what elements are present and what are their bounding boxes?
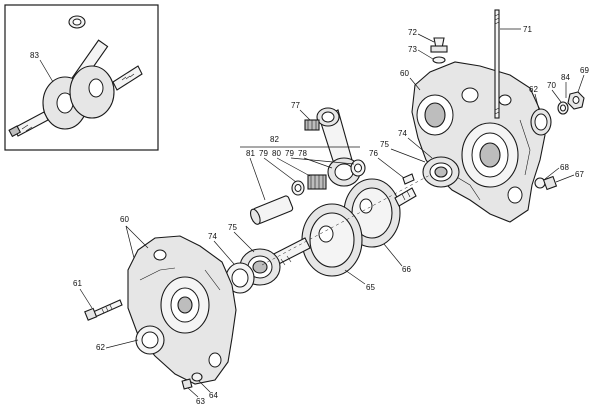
assembly-axis [261, 174, 431, 266]
callout-60-upper: 60 [400, 69, 409, 78]
callout-69: 69 [580, 66, 589, 75]
callout-74-upper: 74 [398, 129, 407, 138]
callout-64: 64 [209, 391, 218, 400]
callout-75-lower: 75 [228, 223, 237, 232]
right-main-bearing: 74 75 [380, 129, 460, 188]
screw-63-64: 64 63 [181, 372, 218, 406]
callout-75-upper: 75 [380, 140, 389, 149]
crankcase-half-right [411, 61, 546, 223]
callout-80: 80 [272, 149, 281, 158]
callout-62-upper: 62 [529, 85, 538, 94]
stud-71: 71 [494, 9, 532, 119]
callout-71: 71 [523, 25, 532, 34]
callout-84: 84 [561, 73, 570, 82]
callout-60-lower: 60 [120, 215, 129, 224]
crankcase-half-left: 60 62 [96, 215, 237, 385]
seal-and-nut-stack: 62 70 84 69 [529, 66, 589, 136]
callout-61: 61 [73, 279, 82, 288]
connecting-rod-group: 77 82 81 79 80 79 78 [240, 101, 366, 225]
callout-66: 66 [402, 265, 411, 274]
callout-73: 73 [408, 45, 417, 54]
callout-65: 65 [366, 283, 375, 292]
callout-79-right: 79 [285, 149, 294, 158]
callout-81: 81 [246, 149, 255, 158]
callout-82: 82 [270, 135, 279, 144]
callout-78: 78 [298, 149, 307, 158]
callout-74-lower: 74 [208, 232, 217, 241]
callout-77: 77 [291, 101, 300, 110]
drain-plug-67-68: 68 67 [534, 163, 584, 191]
callout-72: 72 [408, 28, 417, 37]
inset-crankshaft-assembly: 83 [4, 4, 159, 151]
callout-79-left: 79 [259, 149, 268, 158]
bolt-61: 61 [73, 279, 123, 321]
callout-63: 63 [196, 397, 205, 406]
callout-83: 83 [30, 51, 39, 60]
callout-70: 70 [547, 81, 556, 90]
callout-62-lower: 62 [96, 343, 105, 352]
crank-half-66: 66 [343, 178, 417, 274]
callout-68: 68 [560, 163, 569, 172]
left-main-bearing: 75 74 [208, 223, 281, 294]
fitting-72: 72 73 60 [400, 28, 448, 91]
callout-76: 76 [369, 149, 378, 158]
callout-67: 67 [575, 170, 584, 179]
woodruff-key-76: 76 [369, 149, 415, 185]
